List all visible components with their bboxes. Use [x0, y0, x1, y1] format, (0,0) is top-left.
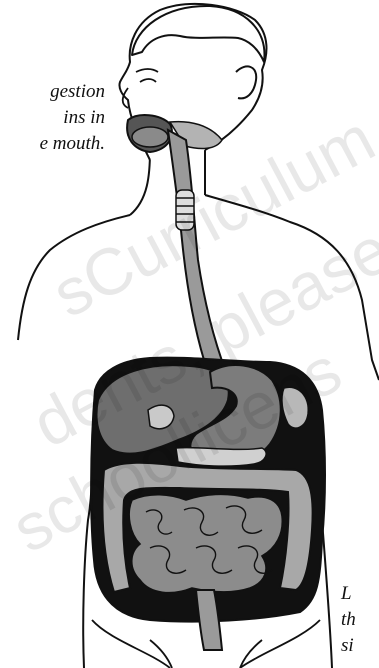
caption-line: e mouth.: [40, 131, 105, 157]
caption-top-left: gestion ins in e mouth.: [40, 79, 105, 157]
gallbladder: [148, 405, 174, 429]
esophagus: [168, 130, 226, 372]
caption-line: gestion: [40, 79, 105, 105]
pancreas: [176, 448, 266, 467]
caption-line: L: [341, 581, 356, 607]
caption-line: ins in: [40, 105, 105, 131]
caption-line: si: [341, 633, 356, 659]
trachea: [176, 190, 194, 230]
caption-bottom-right: L th si: [341, 581, 356, 659]
caption-line: th: [341, 607, 356, 633]
